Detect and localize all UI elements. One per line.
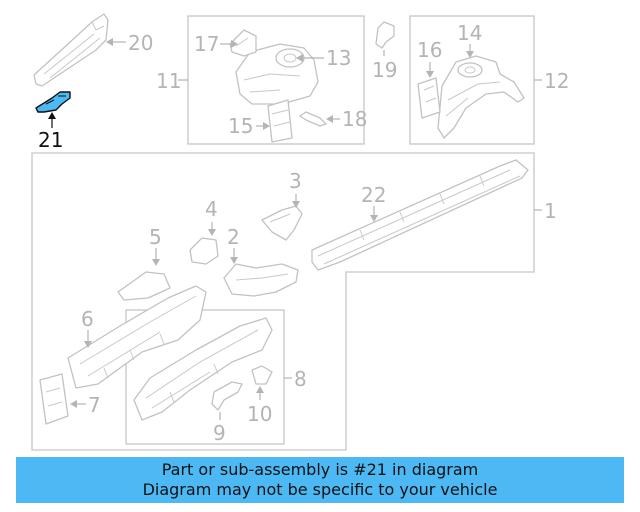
part-22[interactable] — [311, 159, 529, 271]
callout-1: 1 — [544, 199, 557, 223]
callout-14: 14 — [457, 21, 482, 45]
part-7[interactable] — [39, 373, 69, 425]
callout-12: 12 — [544, 69, 569, 93]
part-9[interactable] — [211, 381, 243, 411]
leader-7 — [70, 400, 86, 408]
part-5[interactable] — [117, 271, 171, 301]
part-8[interactable] — [133, 317, 273, 421]
callout-8: 8 — [294, 367, 307, 391]
leader-3 — [292, 194, 300, 208]
group-box-8 — [125, 309, 285, 445]
leader-16 — [426, 62, 434, 78]
callout-19: 19 — [372, 58, 397, 82]
callout-6: 6 — [81, 307, 94, 331]
leader-21 — [48, 112, 56, 128]
info-banner: Part or sub-assembly is #21 in diagram D… — [16, 457, 624, 503]
callout-2: 2 — [227, 225, 240, 249]
part-15[interactable] — [267, 99, 293, 143]
part-21[interactable] — [35, 91, 71, 113]
part-13[interactable] — [235, 43, 319, 105]
part-2[interactable] — [223, 263, 299, 297]
part-4[interactable] — [189, 237, 219, 265]
callout-4: 4 — [205, 197, 218, 221]
part-17[interactable] — [229, 29, 257, 57]
callout-7: 7 — [88, 393, 101, 417]
leader-20 — [106, 38, 126, 46]
leader-22 — [370, 206, 378, 222]
leader-13 — [296, 54, 324, 62]
leader-15 — [256, 122, 270, 130]
part-16[interactable] — [417, 77, 441, 119]
group-box-1 — [31, 152, 535, 451]
callout-3: 3 — [289, 169, 302, 193]
leader-18 — [326, 115, 340, 123]
callout-18: 18 — [342, 107, 367, 131]
callout-5: 5 — [149, 225, 162, 249]
callout-11: 11 — [156, 69, 181, 93]
part-20[interactable] — [33, 13, 109, 87]
leader-5 — [152, 248, 160, 266]
leader-4 — [208, 222, 216, 236]
callout-13: 13 — [326, 46, 351, 70]
banner-line-1: Part or sub-assembly is #21 in diagram — [161, 460, 479, 479]
callout-20: 20 — [128, 31, 153, 55]
callout-10: 10 — [247, 402, 272, 426]
part-10[interactable] — [251, 365, 273, 385]
callout-9: 9 — [213, 421, 226, 445]
part-3[interactable] — [261, 205, 303, 241]
callout-21: 21 — [38, 128, 63, 152]
leader-10 — [256, 386, 264, 400]
leader-2 — [230, 248, 238, 264]
leader-14 — [466, 44, 474, 58]
callout-22: 22 — [361, 183, 386, 207]
part-6[interactable] — [67, 285, 207, 389]
banner-line-2: Diagram may not be specific to your vehi… — [142, 480, 498, 499]
leader-6 — [84, 330, 92, 348]
callout-17: 17 — [194, 32, 219, 56]
part-18[interactable] — [299, 111, 327, 127]
part-19[interactable] — [375, 21, 395, 49]
leader-17 — [220, 40, 238, 48]
callout-15: 15 — [228, 114, 253, 138]
part-14[interactable] — [437, 55, 525, 139]
callout-16: 16 — [417, 38, 442, 62]
